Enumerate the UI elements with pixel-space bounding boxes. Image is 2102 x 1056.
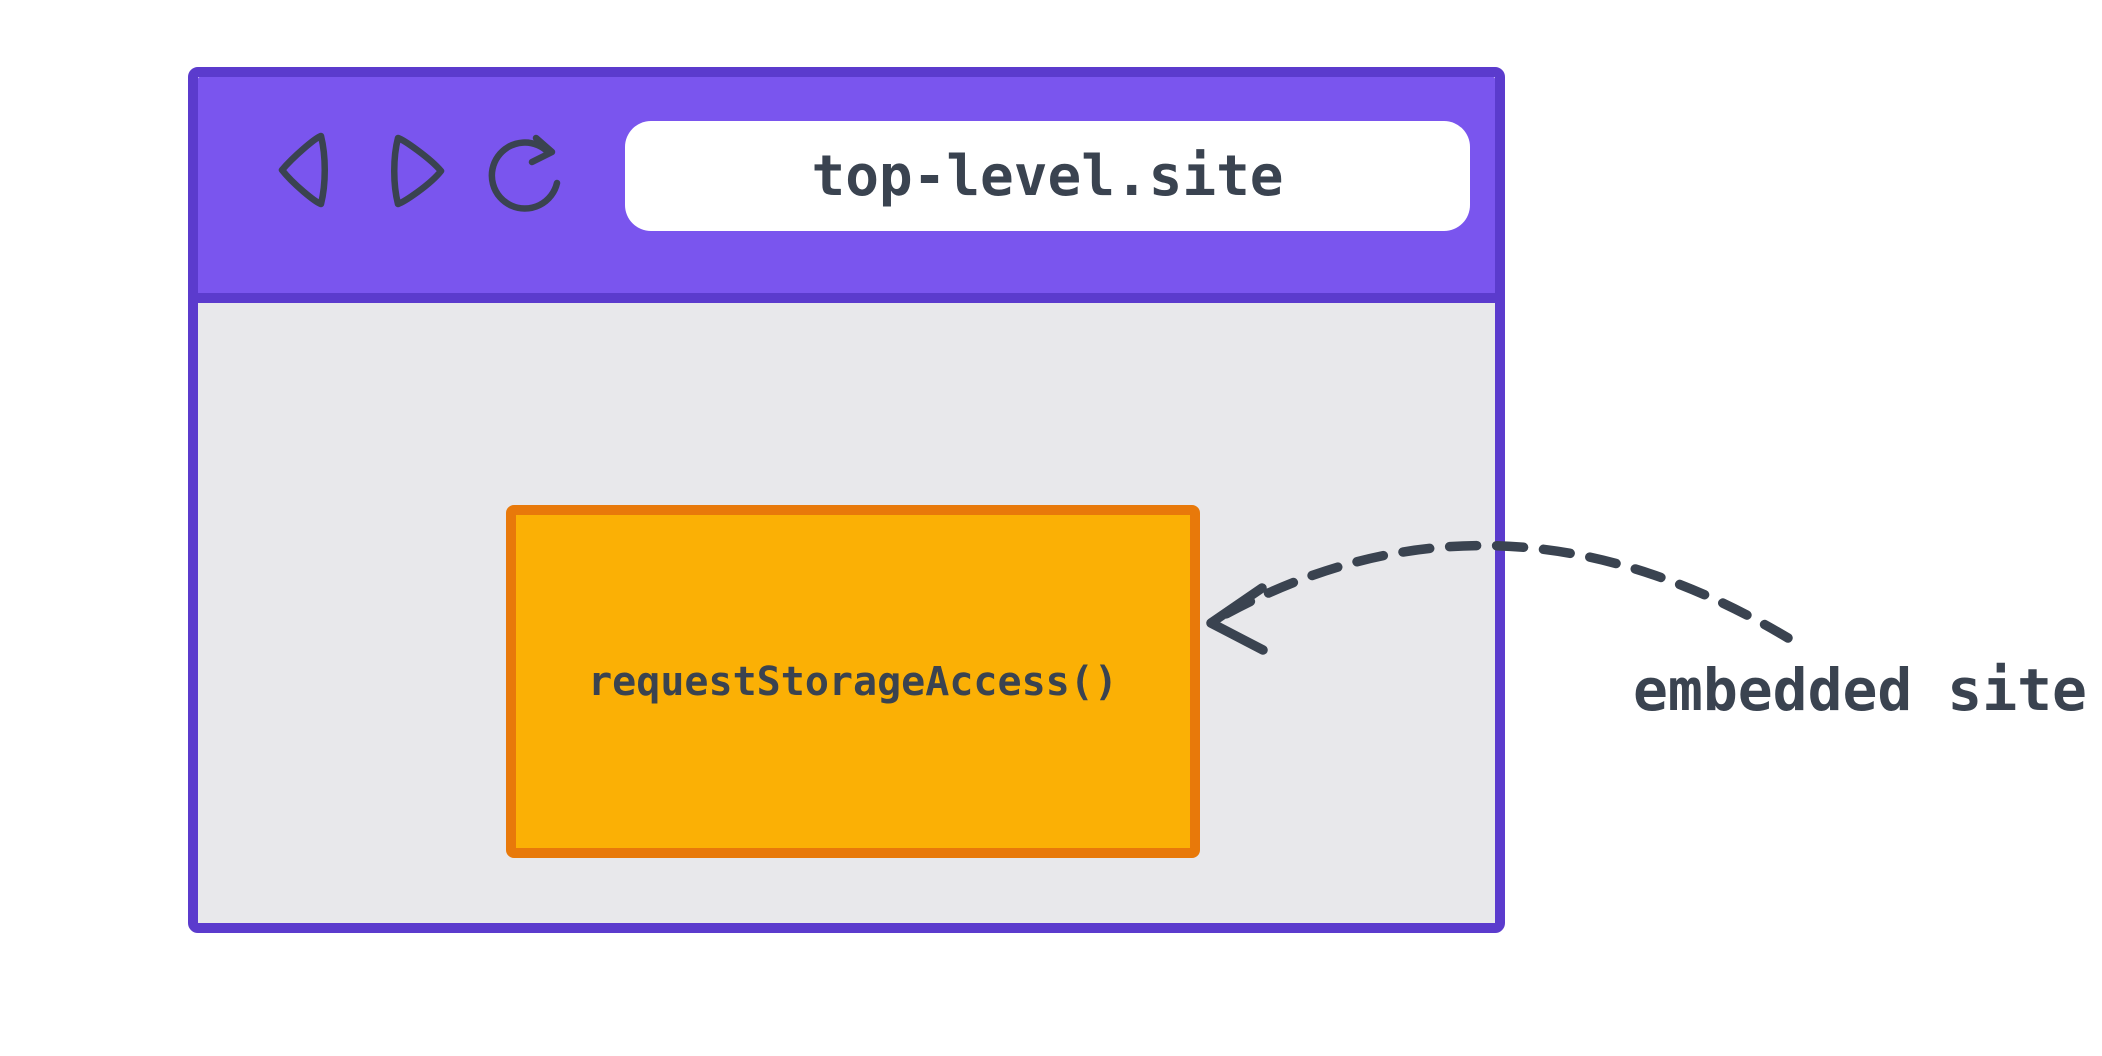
back-icon: [275, 128, 331, 212]
forward-icon: [388, 132, 448, 210]
address-bar-url: top-level.site: [811, 143, 1284, 209]
reload-icon: [486, 130, 568, 214]
embedded-frame-label: requestStorageAccess(): [588, 658, 1118, 705]
embedded-site-frame: requestStorageAccess(): [506, 505, 1200, 858]
address-bar: top-level.site: [625, 121, 1470, 231]
browser-content-area: requestStorageAccess(): [198, 303, 1495, 923]
browser-window: top-level.site requestStorageAccess(): [188, 67, 1505, 933]
embedded-site-annotation: embedded site: [1633, 656, 2087, 724]
browser-toolbar: top-level.site: [198, 77, 1495, 303]
